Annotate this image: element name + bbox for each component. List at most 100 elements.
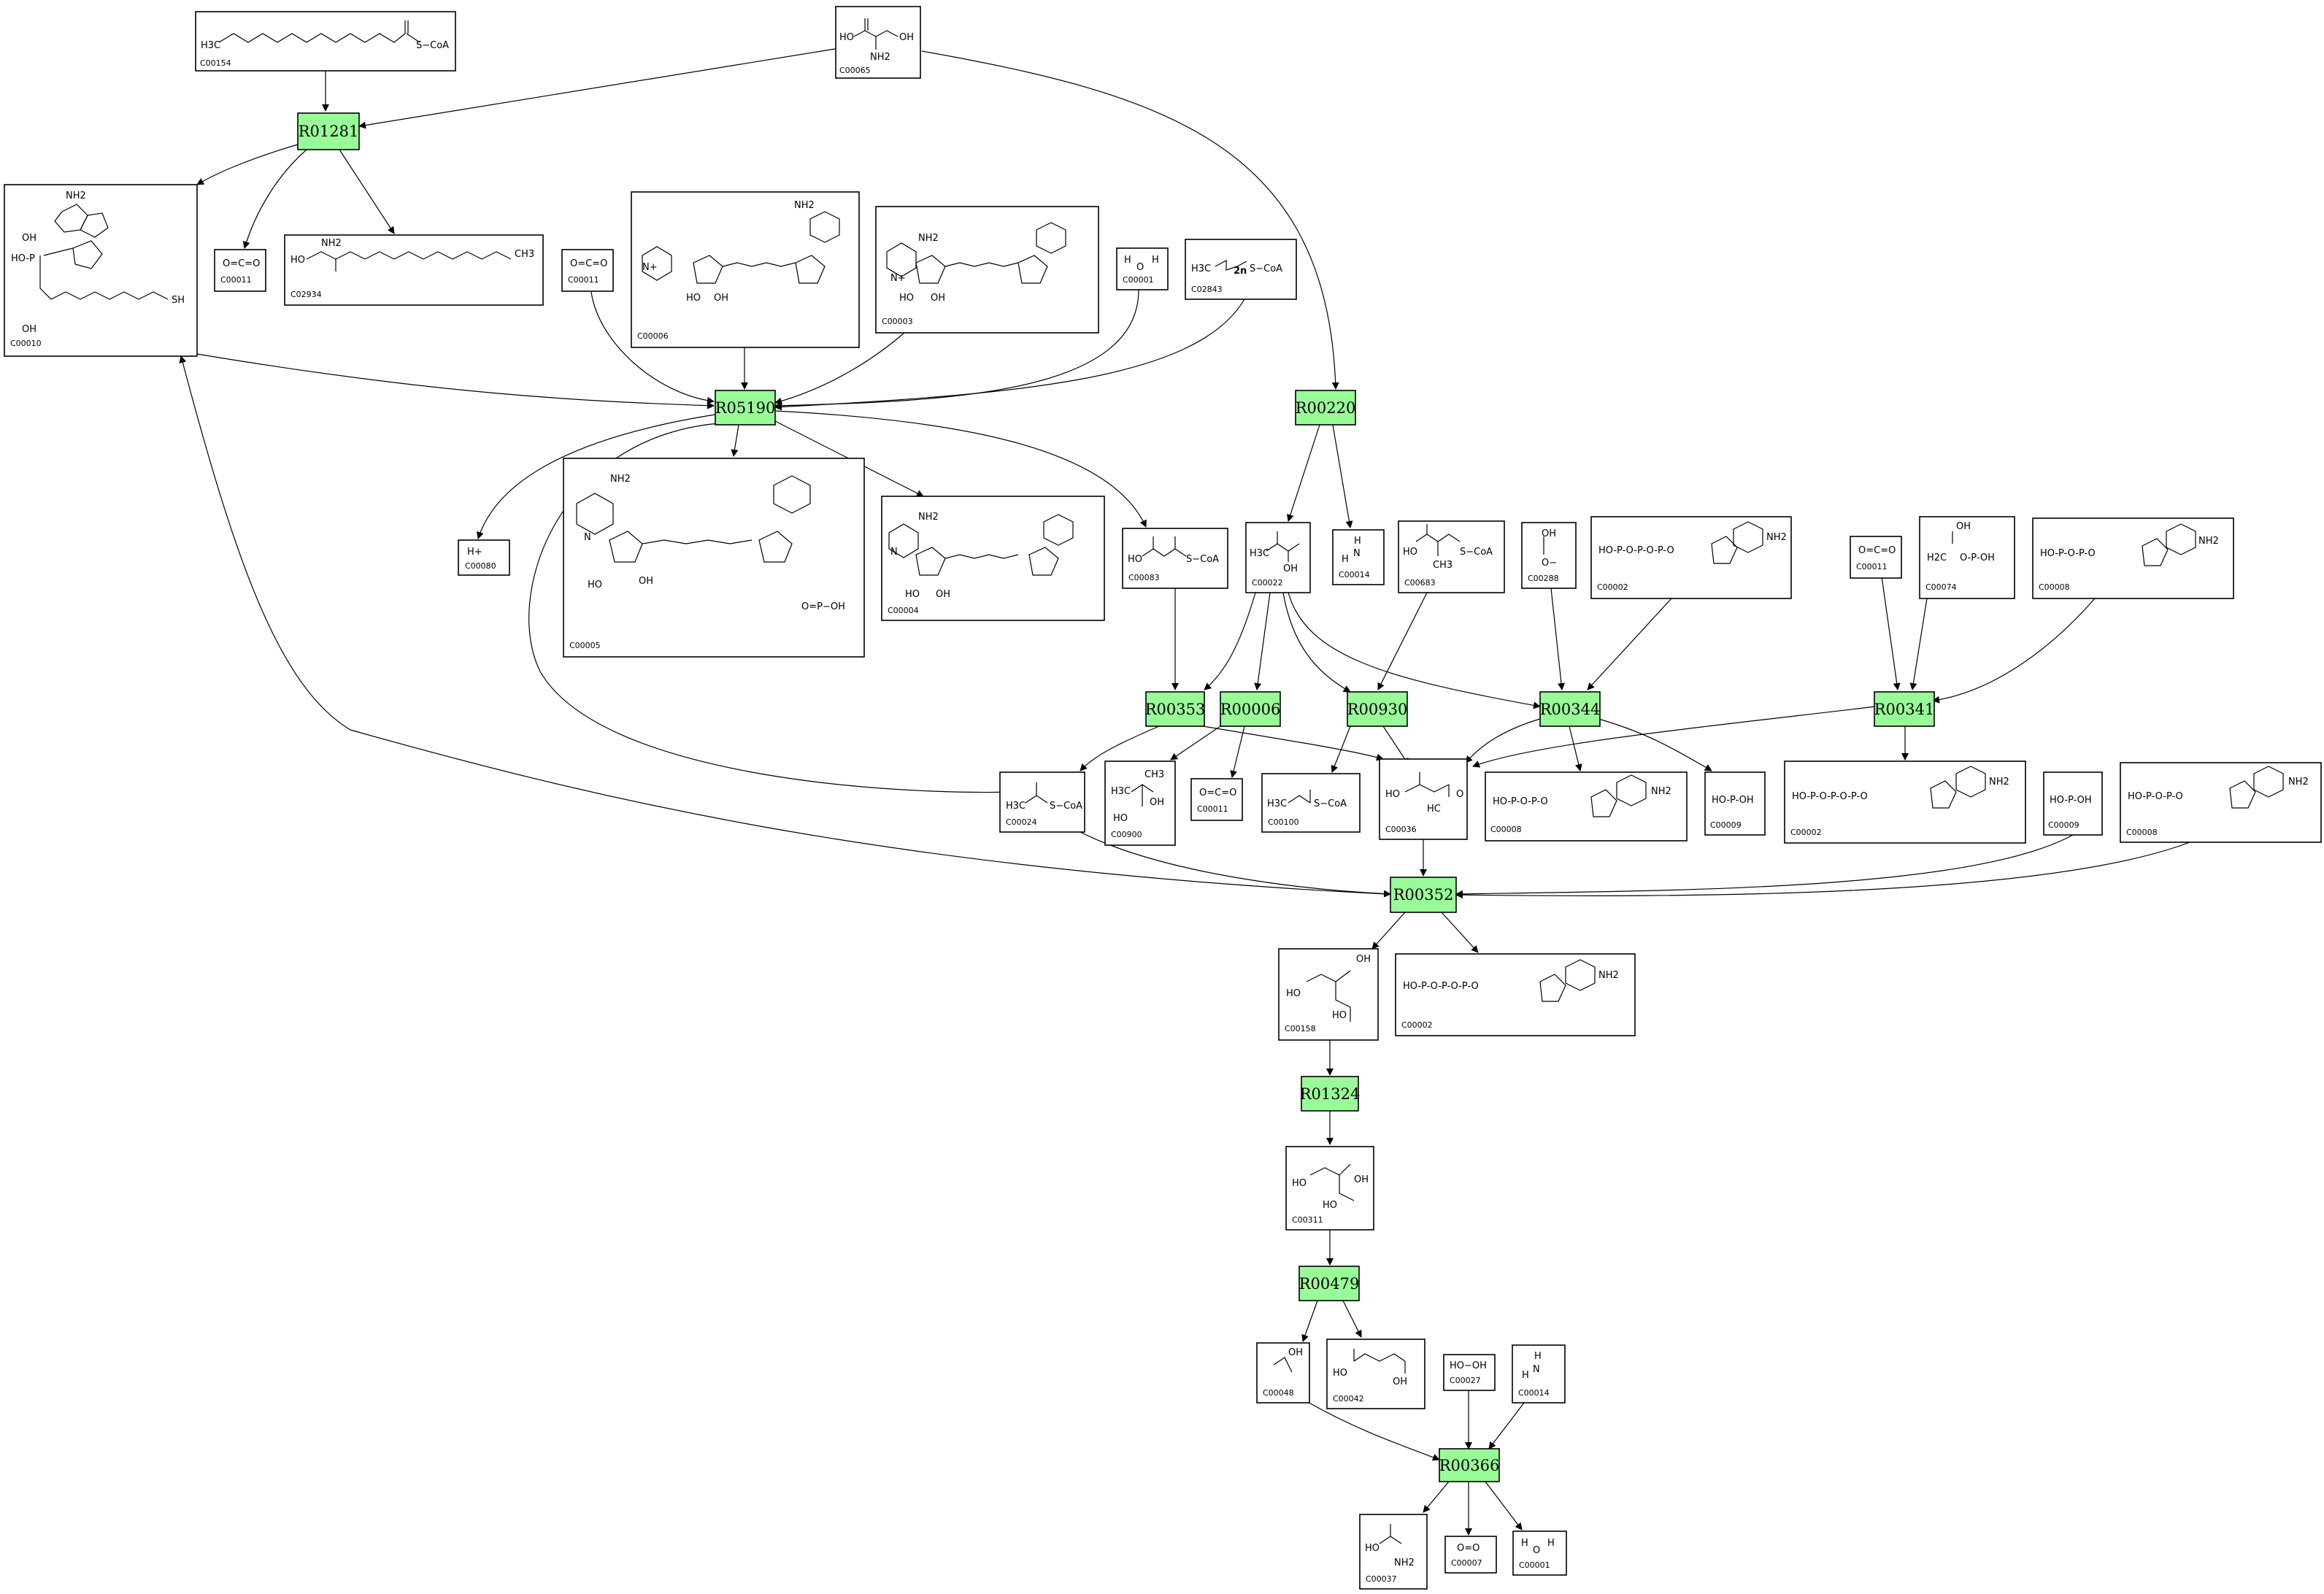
compound-c00683[interactable]: HO S−CoA CH3 C00683 xyxy=(1398,520,1505,593)
compound-c00001b[interactable]: H O H C00001 xyxy=(1512,1531,1567,1576)
atom-label: H xyxy=(1522,1370,1529,1381)
compound-c00003[interactable]: NH2 N+ HO OH C00003 xyxy=(875,206,1099,334)
atom-label: H3C xyxy=(1111,786,1131,797)
compound-c00158[interactable]: HO OH HO C00158 xyxy=(1278,948,1379,1041)
compound-c00009b[interactable]: HO-P-OH C00009 xyxy=(2043,771,2103,836)
compound-c00042[interactable]: HO OH C00042 xyxy=(1326,1339,1425,1409)
compound-c00083[interactable]: HO S−CoA C00083 xyxy=(1122,528,1228,589)
reaction-r05190[interactable]: R05190 xyxy=(715,390,776,426)
edge-c00065-r01281 xyxy=(358,48,836,129)
compound-c00036[interactable]: HO O HC C00036 xyxy=(1379,758,1468,840)
reaction-r01324[interactable]: R01324 xyxy=(1300,1076,1361,1112)
atom-label: NH2 xyxy=(321,238,342,249)
edge-r01281-c00011a xyxy=(242,149,307,249)
atom-label: HO xyxy=(1403,547,1417,558)
atom-label: NH2 xyxy=(2288,777,2309,788)
reaction-r00352[interactable]: R00352 xyxy=(1390,877,1457,913)
compound-c00006[interactable]: NH2 N+ HO OH C00006 xyxy=(631,191,860,348)
compound-c00011a[interactable]: O=C=O C00011 xyxy=(214,249,266,292)
compound-c00001a[interactable]: H O H C00001 xyxy=(1116,247,1169,290)
atom-label: OH xyxy=(1283,563,1298,574)
atom-label: HO-P-O-P-O-P-O xyxy=(1598,545,1674,556)
reaction-r01281[interactable]: R01281 xyxy=(297,112,360,150)
edge-r00930-c00100 xyxy=(1331,725,1351,773)
compound-c00065[interactable]: HO OH NH2 C00065 xyxy=(835,6,921,79)
compound-c00011b[interactable]: O=C=O C00011 xyxy=(561,249,614,292)
compound-c00900[interactable]: H3C CH3 OH HO C00900 xyxy=(1104,761,1176,846)
compound-c00008a[interactable]: HO-P-O-P-O NH2 C00008 xyxy=(2032,517,2234,599)
compound-c00154[interactable]: H3C S−CoA C00154 xyxy=(195,11,456,72)
compound-c00014b[interactable]: H N H C00014 xyxy=(1512,1344,1566,1404)
compound-c00008c[interactable]: HO-P-O-P-O NH2 C00008 xyxy=(2120,762,2322,843)
atom-label: OH xyxy=(1356,954,1371,965)
compound-c00048[interactable]: OH C00048 xyxy=(1256,1342,1310,1404)
atom-label: NH2 xyxy=(2198,536,2219,547)
edge-c00024-r00352 xyxy=(1080,831,1391,898)
edge-c00008c-r00352 xyxy=(1455,842,2190,899)
compound-c00074[interactable]: OH H2C O-P-OH C00074 xyxy=(1919,516,2015,599)
compound-c02843[interactable]: H3C 2n S−CoA C02843 xyxy=(1185,239,1297,300)
compound-c00009a[interactable]: HO-P-OH C00009 xyxy=(1704,771,1766,836)
compound-c00311[interactable]: HO OH HO C00311 xyxy=(1285,1146,1374,1231)
compound-c00011d[interactable]: O=C=O C00011 xyxy=(1190,778,1243,821)
compound-c00002c[interactable]: HO-P-O-P-O-P-O NH2 C00002 xyxy=(1395,953,1636,1036)
reaction-r00479[interactable]: R00479 xyxy=(1298,1266,1360,1301)
compound-c00022[interactable]: H3C OH C00022 xyxy=(1245,522,1311,593)
atom-label: HO xyxy=(588,580,602,590)
compound-c00011c[interactable]: O=C=O C00011 xyxy=(1850,536,1902,579)
compound-c00037[interactable]: HO NH2 C00037 xyxy=(1359,1514,1428,1590)
reaction-r00220[interactable]: R00220 xyxy=(1295,390,1356,426)
compound-c00027[interactable]: HO−OH C00027 xyxy=(1443,1354,1496,1391)
compound-c00024[interactable]: H3C S−CoA C00024 xyxy=(999,771,1085,833)
atom-label: HO xyxy=(1365,1543,1380,1554)
atom-label: CH3 xyxy=(1144,769,1164,780)
compound-c00004[interactable]: NH2 N HO OH C00004 xyxy=(881,496,1105,621)
compound-c00002a[interactable]: HO-P-O-P-O-P-O NH2 C00002 xyxy=(1590,516,1792,599)
atom-label: CH3 xyxy=(515,249,534,260)
compounds: H3C S−CoA C00154 HO OH NH2 C00065 NH2 OH… xyxy=(4,6,2322,1590)
compound-id: C00154 xyxy=(200,58,231,68)
atom-label: HO-P-O-P-O-P-O xyxy=(1403,981,1479,992)
compound-c00010[interactable]: NH2 OH HO-P OH SH C00010 xyxy=(4,184,198,357)
edges xyxy=(179,48,2190,1536)
atom-label: HO xyxy=(1113,813,1128,824)
compound-id: C00074 xyxy=(1925,582,1957,592)
edge-r00220-c00014a xyxy=(1332,424,1353,528)
atom-label: S−CoA xyxy=(1460,547,1493,558)
compound-c00008b[interactable]: HO-P-O-P-O NH2 C00008 xyxy=(1485,771,1688,842)
compound-c00014a[interactable]: H N H C00014 xyxy=(1332,529,1385,585)
compound-id: C02843 xyxy=(1191,285,1223,294)
edge-c00022-r00930 xyxy=(1282,592,1351,693)
reaction-r00930[interactable]: R00930 xyxy=(1347,691,1408,727)
compound-id: C00014 xyxy=(1518,1388,1550,1398)
atom-label: H xyxy=(1152,255,1159,266)
atom-label: HO xyxy=(1286,988,1301,999)
reaction-r00353[interactable]: R00353 xyxy=(1145,691,1206,727)
atom-label: HO xyxy=(905,589,920,600)
compound-c00007[interactable]: O=O C00007 xyxy=(1444,1536,1497,1574)
reaction-r00341[interactable]: R00341 xyxy=(1874,691,1935,727)
compound-id: C00011 xyxy=(1197,804,1228,814)
atom-label: H3C xyxy=(1006,801,1026,812)
compound-id: C00008 xyxy=(2126,828,2158,837)
compound-id: C00008 xyxy=(2039,582,2070,592)
reaction-r00006[interactable]: R00006 xyxy=(1220,691,1281,727)
compound-id: C00011 xyxy=(220,275,252,285)
compound-id: C00037 xyxy=(1366,1574,1397,1584)
atom-label: NH2 xyxy=(66,190,86,201)
compound-c00080[interactable]: H+ C00080 xyxy=(458,539,510,576)
atom-label: HO xyxy=(1292,1178,1307,1189)
reaction-r00366[interactable]: R00366 xyxy=(1439,1448,1500,1482)
compound-c00005[interactable]: NH2 N HO OH O=P−OH C00005 xyxy=(563,458,865,658)
atom-label: N xyxy=(1353,548,1361,559)
compound-c00288[interactable]: OH O− C00288 xyxy=(1521,522,1577,589)
compound-id: C02934 xyxy=(290,290,322,299)
compound-c00002b[interactable]: HO-P-O-P-O-P-O NH2 C00002 xyxy=(1784,761,2026,844)
atom-label: NH2 xyxy=(918,512,939,523)
reaction-r00344[interactable]: R00344 xyxy=(1539,691,1601,727)
compound-c02934[interactable]: NH2 HO CH3 C02934 xyxy=(284,234,544,306)
atom-label: H+ xyxy=(467,547,482,558)
reaction-label: R00341 xyxy=(1874,701,1935,718)
compound-c00100[interactable]: H3C S−CoA C00100 xyxy=(1261,773,1361,833)
atom-label: NH2 xyxy=(1394,1558,1415,1568)
